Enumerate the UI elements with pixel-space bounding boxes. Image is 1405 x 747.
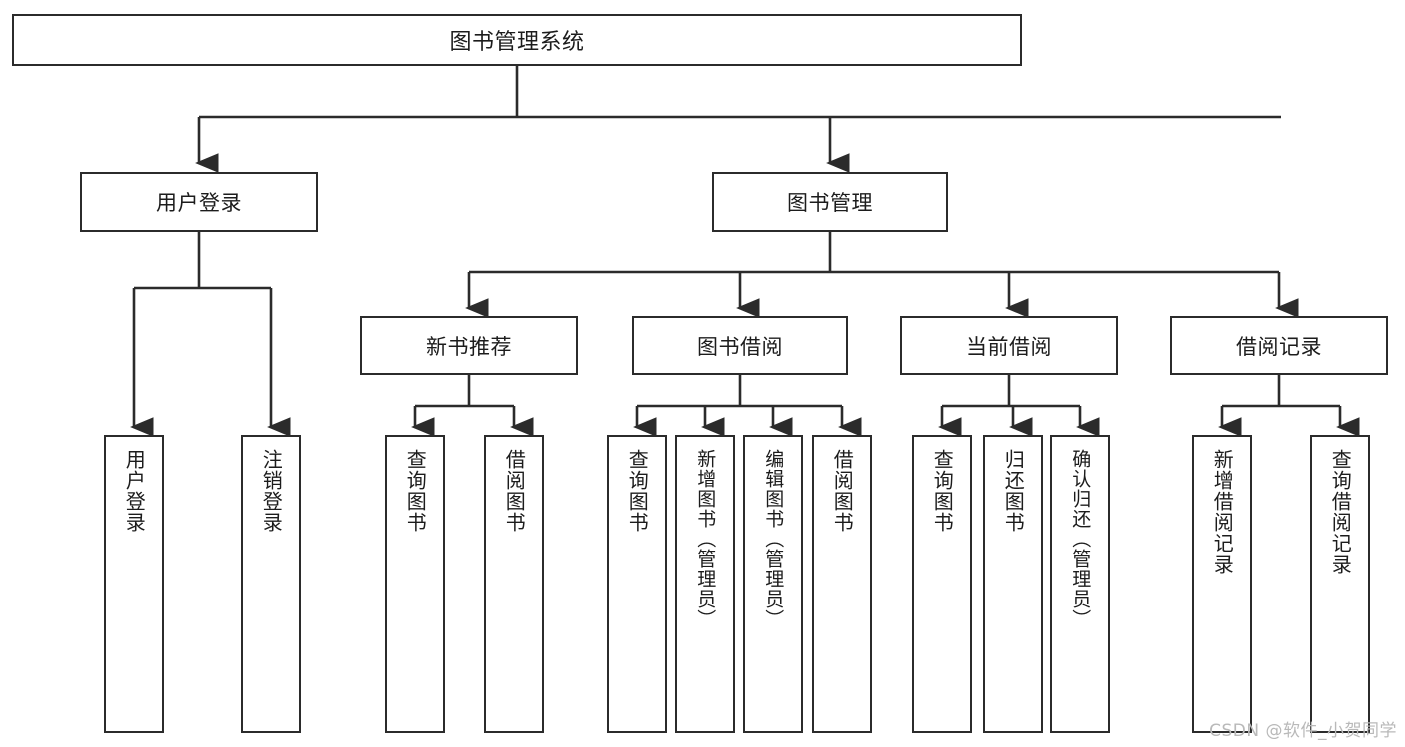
node-root[interactable]: 图书管理系统 [12, 14, 1022, 66]
leaf-add-book-admin-label: 新增图书（管理员） [694, 449, 717, 629]
leaf-add-borrow-record-label: 新增借阅记录 [1210, 449, 1235, 575]
leaf-borrow-book-recommend[interactable]: 借阅图书 [484, 435, 544, 733]
node-book-management-label: 图书管理 [787, 191, 873, 215]
node-borrow-records[interactable]: 借阅记录 [1170, 316, 1388, 375]
node-new-book-recommend[interactable]: 新书推荐 [360, 316, 578, 375]
leaf-edit-book-admin[interactable]: 编辑图书（管理员） [743, 435, 803, 733]
leaf-query-borrow-record[interactable]: 查询借阅记录 [1310, 435, 1370, 733]
leaf-logout[interactable]: 注销登录 [241, 435, 301, 733]
leaf-query-book-current[interactable]: 查询图书 [912, 435, 972, 733]
leaf-user-login-label: 用户登录 [122, 449, 147, 533]
leaf-return-book[interactable]: 归还图书 [983, 435, 1043, 733]
leaf-confirm-return-admin-label: 确认归还（管理员） [1069, 449, 1092, 629]
node-borrow-records-label: 借阅记录 [1236, 334, 1322, 359]
leaf-add-borrow-record[interactable]: 新增借阅记录 [1192, 435, 1252, 733]
leaf-user-login[interactable]: 用户登录 [104, 435, 164, 733]
leaf-confirm-return-admin[interactable]: 确认归还（管理员） [1050, 435, 1110, 733]
node-user-login-label: 用户登录 [156, 191, 242, 215]
node-root-label: 图书管理系统 [449, 30, 585, 55]
leaf-query-book[interactable]: 查询图书 [607, 435, 667, 733]
watermark: CSDN @软件_小贺同学 [1209, 721, 1397, 741]
leaf-borrow-book[interactable]: 借阅图书 [812, 435, 872, 733]
leaf-return-book-label: 归还图书 [1001, 449, 1026, 533]
leaf-query-borrow-record-label: 查询借阅记录 [1328, 449, 1353, 575]
node-book-borrow[interactable]: 图书借阅 [632, 316, 848, 375]
node-new-book-recommend-label: 新书推荐 [426, 334, 512, 359]
node-current-borrow-label: 当前借阅 [966, 334, 1052, 359]
leaf-query-book-label: 查询图书 [625, 449, 650, 533]
leaf-query-book-recommend[interactable]: 查询图书 [385, 435, 445, 733]
leaf-edit-book-admin-label: 编辑图书（管理员） [762, 449, 785, 629]
node-current-borrow[interactable]: 当前借阅 [900, 316, 1118, 375]
node-book-borrow-label: 图书借阅 [697, 334, 783, 359]
node-user-login[interactable]: 用户登录 [80, 172, 318, 232]
leaf-borrow-book-recommend-label: 借阅图书 [502, 449, 527, 533]
leaf-logout-label: 注销登录 [259, 449, 284, 533]
node-book-management[interactable]: 图书管理 [712, 172, 948, 232]
leaf-query-book-recommend-label: 查询图书 [403, 449, 428, 533]
leaf-query-book-current-label: 查询图书 [930, 449, 955, 533]
leaf-add-book-admin[interactable]: 新增图书（管理员） [675, 435, 735, 733]
leaf-borrow-book-label: 借阅图书 [830, 449, 855, 533]
